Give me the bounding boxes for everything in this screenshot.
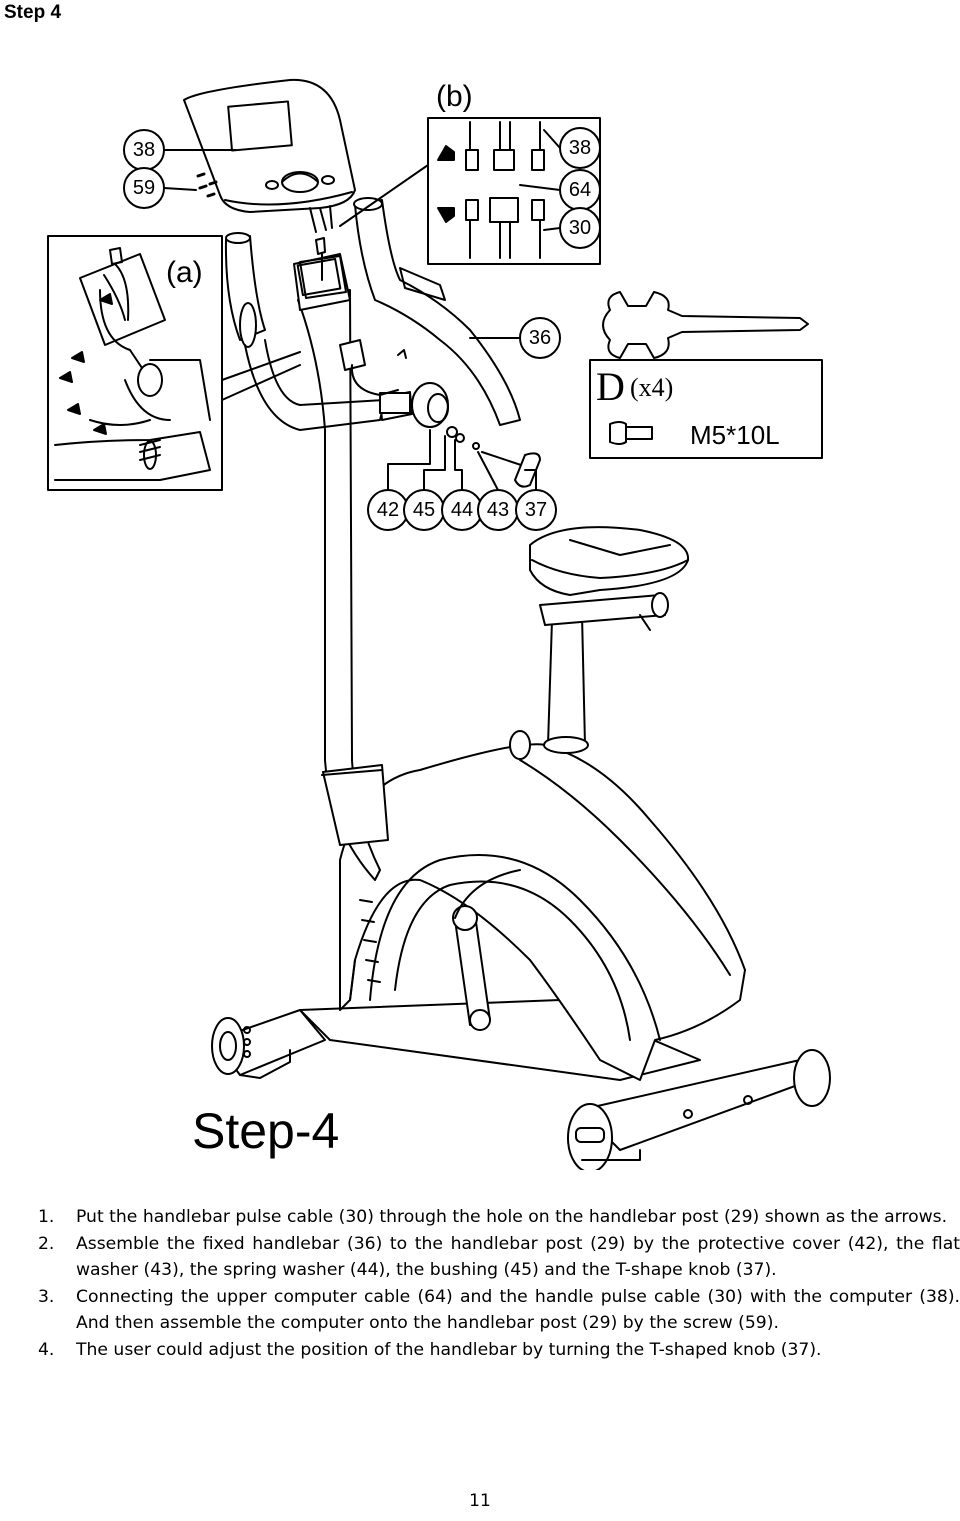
instruction-text: Connecting the upper computer cable (64)… [76, 1286, 960, 1334]
inset-b-callouts: 38 64 30 [519, 127, 601, 249]
step-title: Step-4 [192, 1103, 339, 1159]
instruction-number: 4. [38, 1339, 55, 1360]
callout-b-38: 38 [569, 137, 591, 159]
callout-59: 59 [133, 177, 155, 199]
step-header: Step 4 [4, 2, 62, 23]
instruction-number: 2. [38, 1233, 55, 1254]
instruction-text: Put the handlebar pulse cable (30) throu… [76, 1207, 948, 1227]
handlebar-post [224, 197, 541, 881]
assembly-illustration: 38 59 38 64 30 36 42 45 44 43 37 (a) ( [0, 60, 960, 1170]
handlebar-callout: 36 [469, 317, 561, 359]
inset-b-label: (b) [436, 80, 473, 113]
knob-callouts: 42 45 44 43 37 [367, 429, 557, 531]
callout-b-64: 64 [569, 179, 591, 201]
hardware-spec: M5*10L [690, 420, 780, 450]
callout-37: 37 [525, 499, 547, 521]
instruction-item: 2. Assemble the fixed handlebar (36) to … [38, 1231, 960, 1284]
callout-44: 44 [451, 499, 473, 521]
page-number: 11 [469, 1491, 491, 1511]
instruction-item: 1. Put the handlebar pulse cable (30) th… [38, 1204, 960, 1231]
wrench-tool [602, 291, 809, 359]
hardware-letter: D [596, 364, 625, 409]
inset-a-label: (a) [166, 256, 203, 289]
callout-38: 38 [133, 139, 155, 161]
callout-b-30: 30 [569, 217, 591, 239]
callout-43: 43 [487, 499, 509, 521]
instruction-text: The user could adjust the position of th… [76, 1339, 822, 1360]
seat-assembly [509, 526, 690, 760]
callout-42: 42 [377, 499, 399, 521]
hardware-box [589, 359, 823, 459]
instruction-number: 3. [38, 1286, 55, 1307]
instruction-item: 4. The user could adjust the position of… [38, 1337, 960, 1364]
callout-36: 36 [529, 327, 551, 349]
computer-console [183, 78, 356, 299]
computer-callouts: 38 59 [123, 129, 237, 209]
instruction-list: 1. Put the handlebar pulse cable (30) th… [38, 1204, 960, 1363]
main-body-housing [339, 743, 746, 1081]
instruction-text: Assemble the fixed handlebar (36) to the… [76, 1233, 960, 1281]
instruction-number: 1. [38, 1207, 55, 1227]
callout-45: 45 [413, 499, 435, 521]
hardware-quantity: (x4) [630, 373, 673, 402]
inset-a [47, 235, 301, 491]
instruction-item: 3. Connecting the upper computer cable (… [38, 1284, 960, 1337]
